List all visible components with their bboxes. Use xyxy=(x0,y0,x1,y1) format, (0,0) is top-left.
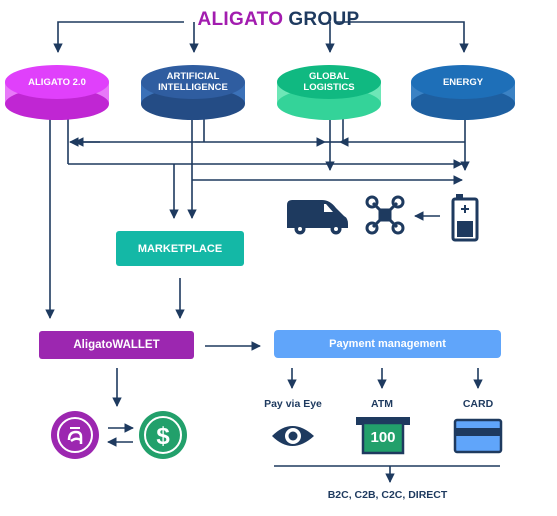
disc-ai xyxy=(141,65,245,120)
payment-management-box: Payment management xyxy=(274,330,501,358)
card-label: CARD xyxy=(462,398,494,410)
title-brand: ALIGATO xyxy=(197,9,284,30)
drone-icon xyxy=(365,195,405,235)
division-label-logistics: GLOBAL LOGISTICS xyxy=(303,71,355,93)
disc-aligato xyxy=(5,65,109,120)
wallet-box: AligatoWALLET xyxy=(39,331,194,359)
top-bracket-line xyxy=(53,21,184,53)
eye-icon xyxy=(272,426,314,446)
division-label-ai: ARTIFICIAL INTELLIGENCE xyxy=(158,71,228,93)
svg-text:$: $ xyxy=(156,423,170,450)
pay-via-eye-label: Pay via Eye xyxy=(264,398,322,410)
atm-label: ATM xyxy=(371,398,393,410)
disc-logistics xyxy=(277,65,381,120)
division-label-energy: ENERGY xyxy=(442,76,484,88)
battery-icon xyxy=(451,194,479,242)
division-label-aligato: ALIGATO 2.0 xyxy=(28,76,86,88)
title-group: GROUP xyxy=(288,9,360,30)
disc-energy xyxy=(411,65,515,120)
aligato-coin-icon xyxy=(51,411,99,459)
atm-amount: 100 xyxy=(370,429,396,446)
atm-icon xyxy=(356,417,410,455)
channels-label: B2C, C2B, C2C, DIRECT xyxy=(327,489,448,501)
dollar-coin-icon: $ xyxy=(139,411,187,459)
card-icon xyxy=(453,418,503,454)
van-icon xyxy=(287,200,348,235)
top-bracket-line xyxy=(335,21,469,53)
marketplace-box: MARKETPLACE xyxy=(116,231,244,266)
